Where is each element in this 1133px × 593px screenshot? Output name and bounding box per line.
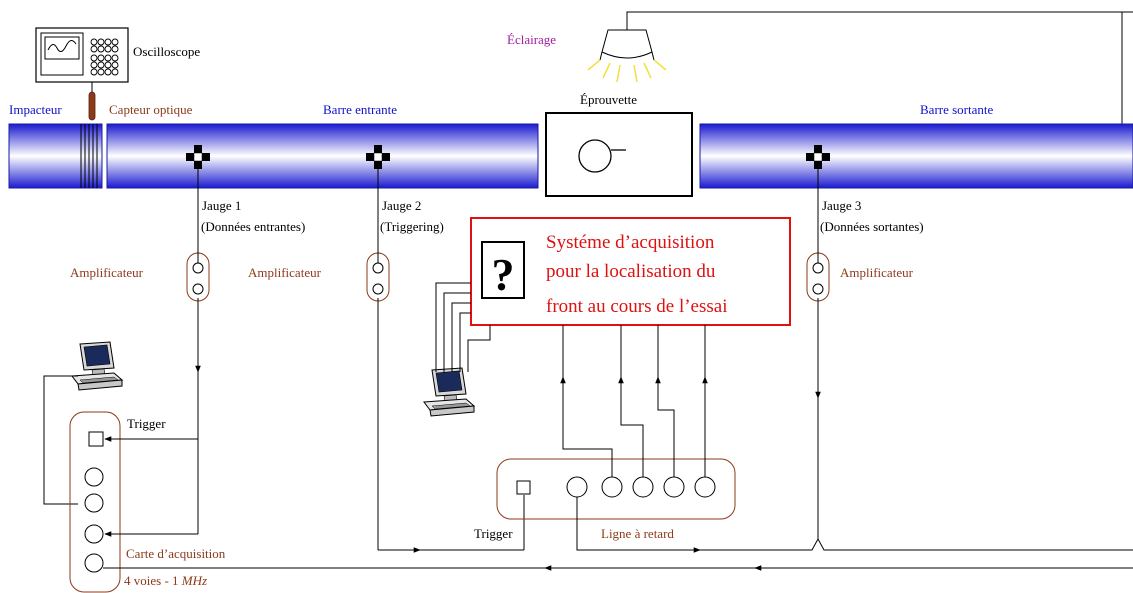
specimen-box — [545, 112, 693, 197]
oscilloscope-label: Oscilloscope — [133, 44, 200, 59]
amplificateur-2-label: Amplificateur — [248, 265, 322, 280]
acquisition-card — [69, 411, 121, 593]
jauge2-label: Jauge 2 — [382, 198, 421, 213]
acquisition-system-box: ? — [470, 217, 791, 326]
voies-label: 4 voies - 1 MHz — [124, 573, 207, 588]
capteur-optique-label: Capteur optique — [109, 102, 193, 117]
lamp-icon — [587, 29, 667, 83]
eclairage-label: Éclairage — [507, 32, 556, 47]
trigger-port — [88, 431, 104, 447]
amplificateur-1-label: Amplificateur — [70, 265, 144, 280]
jauge2-sub-label: (Triggering) — [380, 219, 444, 234]
delay-line — [496, 458, 736, 520]
jauge1-label: Jauge 1 — [202, 198, 241, 213]
optical-sensor-probe — [88, 91, 96, 121]
computer-icon — [423, 367, 475, 417]
impacteur-label: Impacteur — [9, 102, 62, 117]
question-icon — [481, 241, 525, 299]
barre-sortante-label: Barre sortante — [920, 102, 994, 117]
amplificateur-3-label: Amplificateur — [840, 265, 914, 280]
systeme-line-3: front au cours de l’essai — [546, 296, 728, 317]
transmission-bar — [699, 123, 1133, 189]
jauge3-sub-label: (Données sortantes) — [820, 219, 924, 234]
trigger-label-delay: Trigger — [474, 526, 513, 541]
specimen-icon — [578, 139, 612, 173]
jauge1-sub-label: (Données entrantes) — [201, 219, 305, 234]
impactor-bar — [8, 123, 103, 189]
eprouvette-label: Éprouvette — [580, 92, 637, 107]
optical-sensor-slits — [80, 124, 98, 188]
trigger-label-card: Trigger — [127, 416, 166, 431]
systeme-line-1: Systéme d’acquisition — [546, 232, 715, 253]
ligne-retard-label: Ligne à retard — [601, 526, 674, 541]
carte-acquisition-label: Carte d’acquisition — [126, 546, 226, 561]
oscilloscope-icon — [35, 27, 129, 83]
computer-icon — [71, 341, 123, 391]
jauge3-label: Jauge 3 — [822, 198, 861, 213]
barre-entrante-label: Barre entrante — [323, 102, 397, 117]
systeme-line-2: pour la localisation du — [546, 261, 716, 282]
incident-bar — [106, 123, 539, 189]
question-mark: ? — [492, 249, 515, 300]
